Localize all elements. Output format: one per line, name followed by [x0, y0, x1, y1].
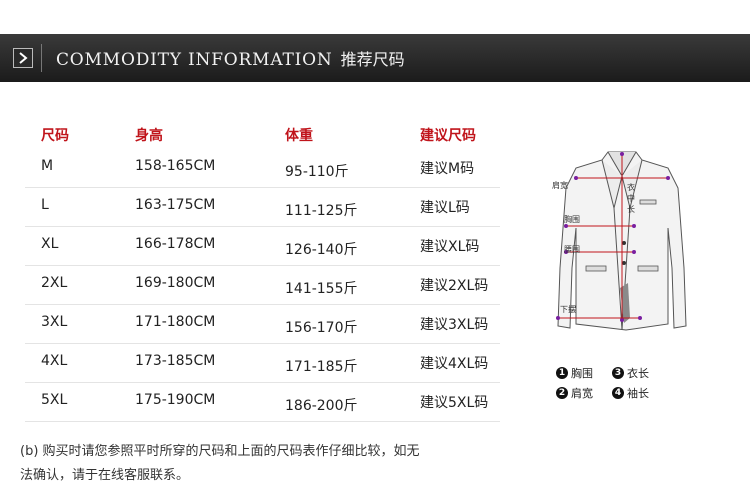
legend-number: 3: [612, 367, 624, 379]
title-cn: 推荐尺码: [340, 50, 405, 69]
size-cell: 4XL: [41, 353, 68, 369]
column-header-suggestion: 建议尺码: [420, 128, 476, 144]
size-cell: L: [41, 197, 49, 213]
height-cell: 158-165CM: [135, 158, 216, 174]
size-cell: 3XL: [41, 314, 68, 330]
table-row: M 158-165CM 95-110斤 建议M码: [25, 149, 500, 188]
label-hem: 下摆: [560, 305, 576, 314]
suggestion-cell: 建议4XL码: [420, 356, 489, 372]
height-cell: 166-178CM: [135, 236, 216, 252]
table-row: 4XL 173-185CM 171-185斤 建议4XL码: [25, 344, 500, 383]
height-cell: 169-180CM: [135, 275, 216, 291]
table-row: L 163-175CM 111-125斤 建议L码: [25, 188, 500, 227]
column-header-height: 身高: [135, 128, 163, 144]
size-cell: XL: [41, 236, 59, 252]
weight-cell: 186-200斤: [285, 398, 358, 414]
note-line-2: 法确认，请于在线客服联系。: [20, 468, 190, 483]
legend-label: 袖长: [627, 387, 649, 400]
suggestion-cell: 建议5XL码: [420, 395, 489, 411]
height-cell: 175-190CM: [135, 392, 216, 408]
legend-number: 4: [612, 387, 624, 399]
table-row: 5XL 175-190CM 186-200斤 建议5XL码: [25, 383, 500, 422]
chevron-right-icon: [13, 48, 33, 68]
section-header: COMMODITY INFORMATION 推荐尺码: [0, 34, 750, 82]
purchase-note: (b) 购买时请您参照平时所穿的尺码和上面的尺码表作仔细比较，如无 法确认，请于…: [20, 440, 500, 488]
label-waist: 腰围: [564, 245, 580, 254]
suggestion-cell: 建议M码: [420, 161, 475, 177]
label-shoulder: 肩宽: [552, 181, 568, 190]
suggestion-cell: 建议XL码: [420, 239, 480, 255]
suggestion-cell: 建议2XL码: [420, 278, 489, 294]
weight-cell: 156-170斤: [285, 320, 358, 336]
legend-number: 1: [556, 367, 568, 379]
suggestion-cell: 建议3XL码: [420, 317, 489, 333]
size-table: 尺码 身高 体重 建议尺码 M 158-165CM 95-110斤 建议M码 L…: [25, 117, 500, 422]
legend-label: 衣长: [627, 367, 649, 380]
jacket-illustration: [556, 151, 687, 331]
note-line-1: (b) 购买时请您参照平时所穿的尺码和上面的尺码表作仔细比较，如无: [20, 444, 420, 459]
weight-cell: 111-125斤: [285, 203, 358, 219]
column-header-size: 尺码: [41, 128, 69, 144]
jacket-measurement-diagram: 肩宽 衣中长 胸围 腰围 下摆: [550, 148, 695, 343]
header-divider: [41, 44, 42, 72]
column-header-weight: 体重: [285, 128, 313, 144]
size-cell: M: [41, 158, 54, 174]
table-header-row: 尺码 身高 体重 建议尺码: [25, 117, 500, 149]
height-cell: 173-185CM: [135, 353, 216, 369]
weight-cell: 126-140斤: [285, 242, 358, 258]
table-row: 3XL 171-180CM 156-170斤 建议3XL码: [25, 305, 500, 344]
suggestion-cell: 建议L码: [420, 200, 470, 216]
label-chest: 胸围: [564, 215, 580, 224]
title-en: COMMODITY INFORMATION: [56, 50, 333, 70]
legend-label: 胸围: [571, 367, 593, 380]
label-length: 衣中长: [627, 183, 635, 214]
size-cell: 2XL: [41, 275, 68, 291]
weight-cell: 95-110斤: [285, 164, 349, 180]
table-row: XL 166-178CM 126-140斤 建议XL码: [25, 227, 500, 266]
legend-label: 肩宽: [571, 387, 593, 400]
legend-number: 2: [556, 387, 568, 399]
table-row: 2XL 169-180CM 141-155斤 建议2XL码: [25, 266, 500, 305]
weight-cell: 171-185斤: [285, 359, 358, 375]
height-cell: 163-175CM: [135, 197, 216, 213]
height-cell: 171-180CM: [135, 314, 216, 330]
size-cell: 5XL: [41, 392, 68, 408]
section-title: COMMODITY INFORMATION 推荐尺码: [56, 46, 405, 70]
weight-cell: 141-155斤: [285, 281, 358, 297]
